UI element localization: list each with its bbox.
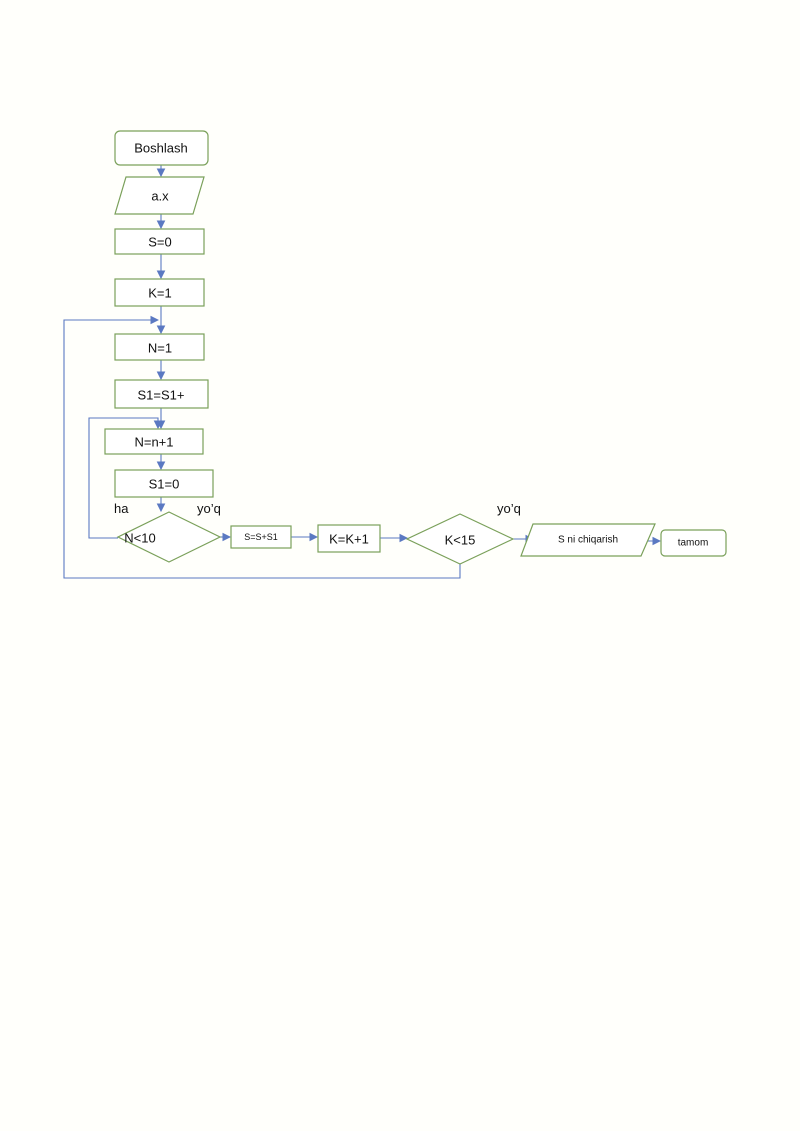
arrow-inner-loop-ha — [88, 417, 163, 539]
s1-update-node: S1=S1+ — [114, 379, 209, 409]
output-node: S ni chiqarish — [520, 523, 656, 557]
k-init-label: K=1 — [148, 286, 172, 301]
output-label: S ni chiqarish — [558, 535, 618, 546]
s-init-node: S=0 — [114, 228, 205, 255]
s1-update-label: S1=S1+ — [138, 388, 185, 403]
start-label: Boshlash — [134, 141, 187, 156]
s-sum-node: S=S+S1 — [230, 525, 292, 549]
end-node: tamom — [660, 529, 727, 557]
n-condition-label: N<10 — [124, 531, 155, 546]
k-init-node: K=1 — [114, 278, 205, 307]
input-label: a.x — [151, 189, 169, 204]
start-node: Boshlash — [114, 130, 209, 166]
n-increment-node: N=n+1 — [104, 428, 204, 455]
k-condition-label: K<15 — [445, 533, 476, 548]
k-increment-node: K=K+1 — [317, 524, 381, 553]
s1-init-label: S1=0 — [149, 477, 180, 492]
k-condition-node: K<15 — [405, 513, 515, 565]
n-condition-node: N<10 — [116, 511, 222, 563]
input-node: a.x — [114, 176, 205, 215]
k-increment-label: K=K+1 — [329, 532, 369, 547]
s-sum-label: S=S+S1 — [244, 532, 278, 542]
n-increment-label: N=n+1 — [134, 435, 173, 450]
s-init-label: S=0 — [148, 235, 172, 250]
s1-init-node: S1=0 — [114, 469, 214, 498]
edge-label-n-no: yo’q — [197, 501, 221, 516]
n-init-label: N=1 — [148, 341, 172, 356]
edge-label-n-yes: ha — [114, 501, 129, 516]
end-label: tamom — [678, 538, 709, 549]
arrow-outer-loop — [63, 315, 461, 579]
n-init-node: N=1 — [114, 333, 205, 361]
edge-label-k-no: yo’q — [497, 501, 521, 516]
connectors — [63, 165, 662, 579]
